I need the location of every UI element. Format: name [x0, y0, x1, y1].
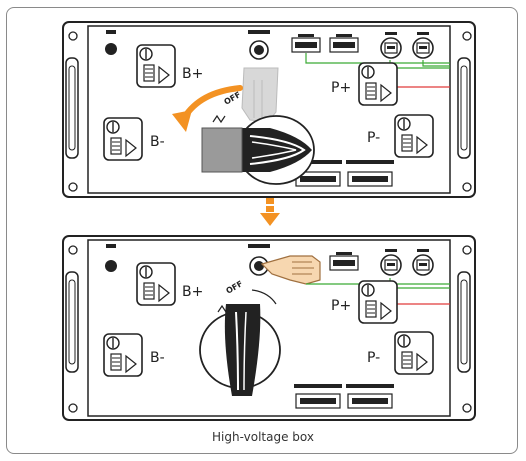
terminal-b-minus — [103, 333, 143, 377]
label-b-plus: B+ — [182, 284, 203, 300]
terminal-p-plus — [358, 62, 398, 106]
down-arrow-icon — [260, 198, 280, 226]
rotary-switch: OFF — [199, 279, 281, 396]
figure-caption: High-voltage box — [212, 430, 314, 444]
left-handle — [65, 57, 79, 159]
rotary-switch: OFF — [201, 67, 315, 185]
terminal-b-plus — [136, 44, 176, 88]
label-b-minus: B- — [150, 134, 165, 150]
terminal-p-plus — [358, 280, 398, 324]
pointing-hand-icon — [260, 255, 321, 285]
breaker-box-on: B+ B- P+ P- OFF — [62, 235, 476, 421]
terminal-b-minus — [103, 117, 143, 161]
breaker-box-off: B+ B- P+ P- OFF — [62, 21, 476, 198]
right-handle — [457, 271, 471, 373]
terminal-p-minus — [394, 331, 434, 375]
label-p-minus: P- — [367, 130, 380, 146]
figure-frame — [6, 7, 518, 454]
label-b-plus: B+ — [182, 66, 203, 82]
right-handle — [457, 57, 471, 159]
terminal-b-plus — [136, 262, 176, 306]
label-p-plus: P+ — [331, 298, 351, 314]
label-p-minus: P- — [367, 350, 380, 366]
left-handle — [65, 271, 79, 373]
label-p-plus: P+ — [331, 80, 351, 96]
terminal-p-minus — [394, 114, 434, 158]
label-b-minus: B- — [150, 350, 165, 366]
